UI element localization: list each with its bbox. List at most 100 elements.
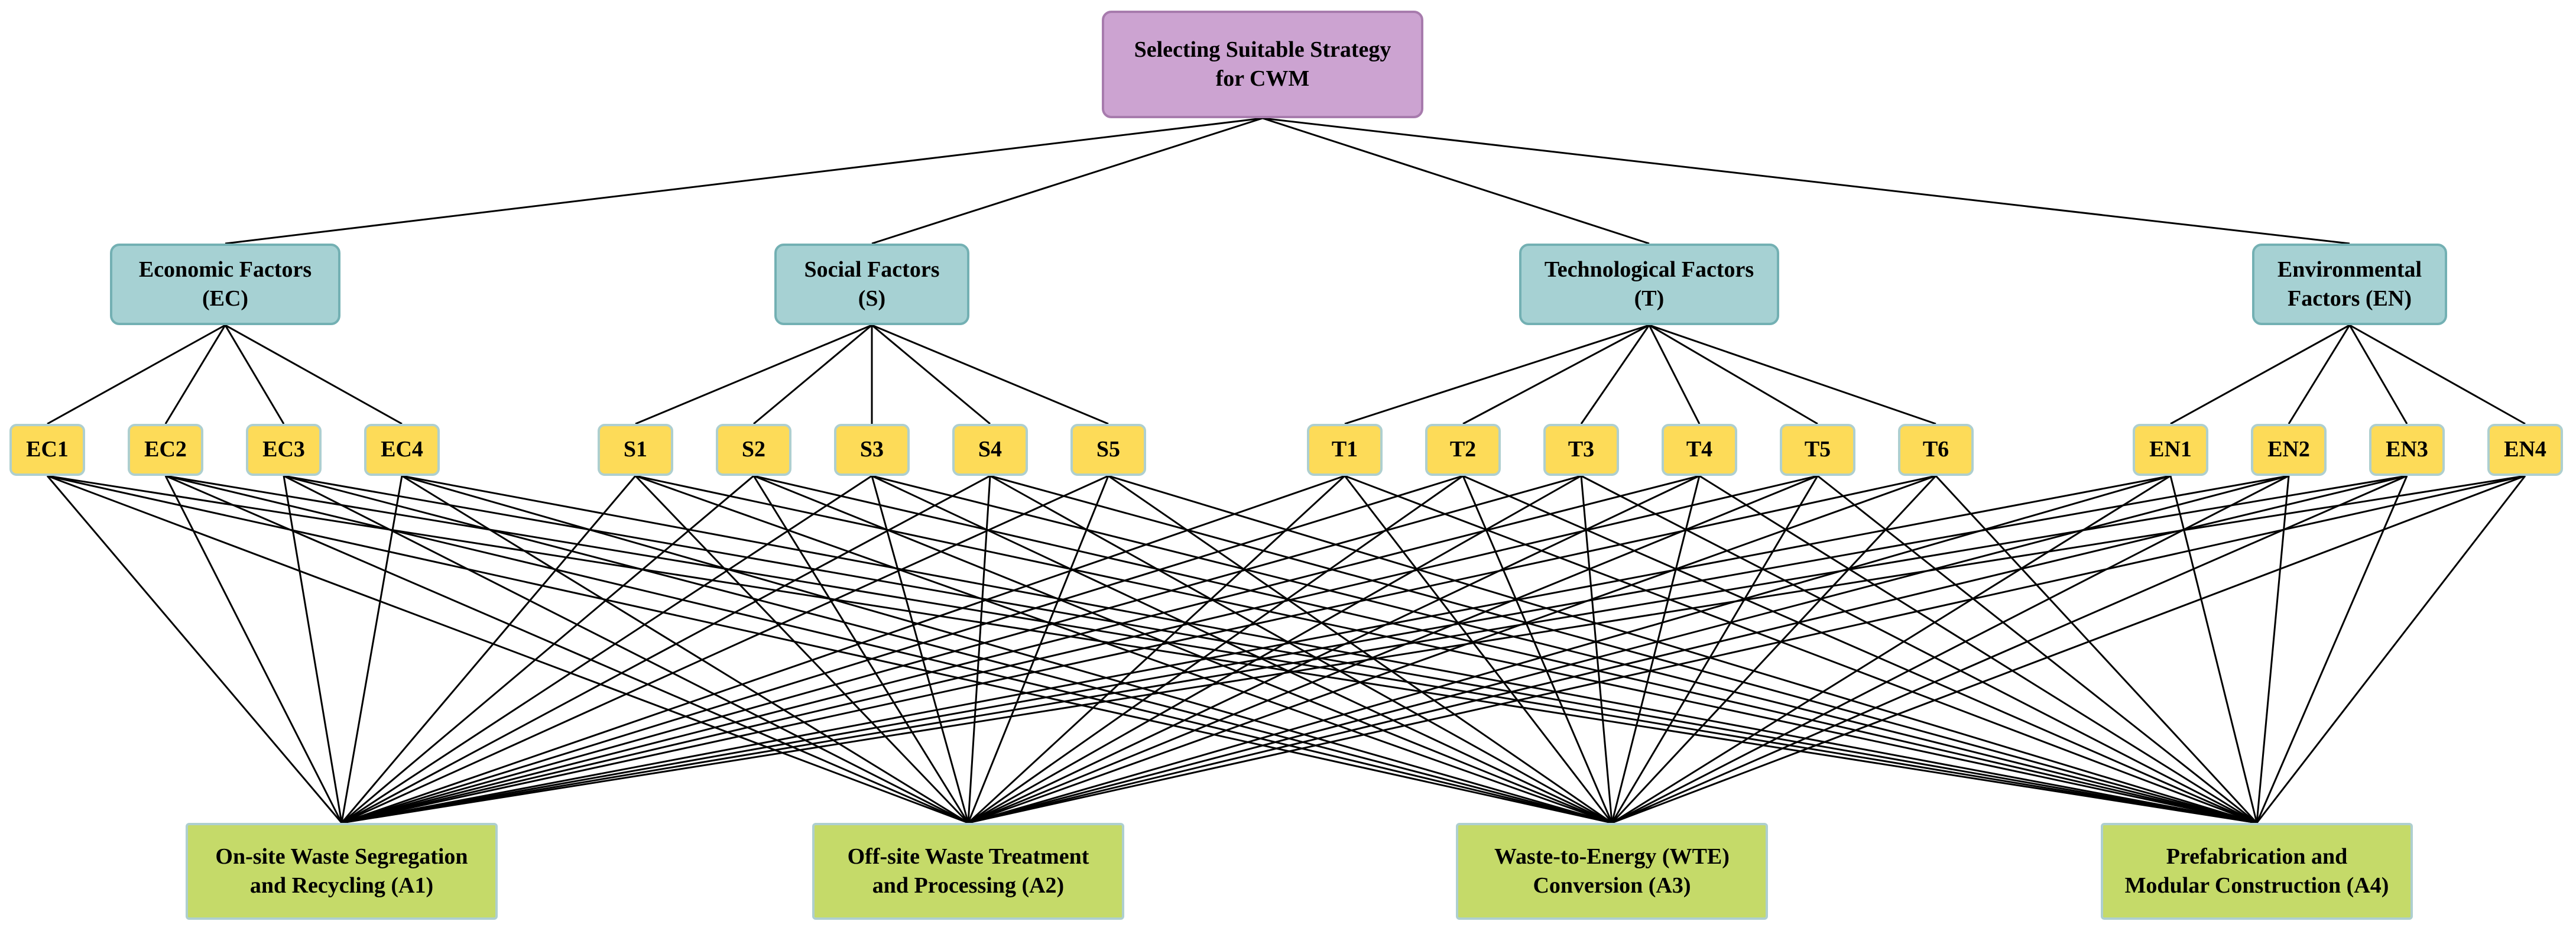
goal-to-criterion-line: [1262, 117, 1650, 245]
subcriterion-to-alternative-line: [340, 475, 637, 823]
criterion-economic: Economic Factors (EC): [110, 244, 340, 325]
criterion-label-1: Environmental: [2277, 257, 2422, 282]
subcriterion-to-alternative-line: [401, 475, 2257, 824]
subcriterion-label: T2: [1449, 437, 1477, 462]
subcriterion-t3: T3: [1543, 424, 1619, 476]
criterion-label-1: Social Factors: [804, 257, 940, 282]
criterion-to-subcriterion-line: [1649, 324, 1936, 425]
criterion-to-subcriterion-line: [224, 325, 285, 424]
alternative-a2: Off-site Waste Treatment and Processing …: [812, 823, 1124, 920]
subcriterion-to-alternative-line: [47, 475, 969, 824]
subcriterion-to-alternative-line: [283, 475, 2257, 824]
alternative-label-2: and Recycling (A1): [249, 873, 434, 898]
alternative-label-1: Off-site Waste Treatment: [847, 844, 1089, 869]
goal-line-2: for CWM: [1215, 66, 1310, 91]
subcriterion-label: T3: [1568, 437, 1595, 462]
subcriterion-to-alternative-line: [1611, 475, 2289, 824]
subcriterion-to-alternative-line: [341, 475, 872, 824]
subcriterion-to-alternative-line: [968, 475, 2171, 824]
subcriterion-label: EC1: [26, 437, 69, 462]
criterion-environmental: Environmental Factors (EN): [2252, 244, 2447, 325]
subcriterion-to-alternative-line: [1344, 475, 2257, 824]
subcriterion-to-alternative-line: [1611, 475, 2171, 824]
subcriterion-to-alternative-line: [1699, 475, 2257, 824]
subcriterion-to-alternative-line: [165, 475, 2257, 824]
goal-to-criterion-line: [225, 117, 1263, 245]
subcriterion-to-alternative-line: [341, 475, 2408, 824]
subcriterion-ec4: EC4: [364, 424, 440, 476]
subcriterion-t1: T1: [1307, 424, 1383, 476]
goal-node: Selecting Suitable Strategy for CWM: [1102, 11, 1423, 118]
subcriterion-to-alternative-line: [401, 475, 969, 824]
subcriterion-to-alternative-line: [1611, 475, 1701, 823]
subcriterion-to-alternative-line: [341, 475, 1818, 824]
subcriterion-to-alternative-line: [968, 475, 1582, 824]
subcriterion-to-alternative-line: [1462, 475, 1613, 823]
subcriterion-s5: S5: [1070, 424, 1146, 476]
criterion-to-subcriterion-line: [1649, 324, 1818, 425]
subcriterion-label: S5: [1096, 437, 1121, 462]
subcriterion-label: EN3: [2386, 437, 2428, 462]
subcriterion-s4: S4: [952, 424, 1028, 476]
subcriterion-to-alternative-line: [401, 475, 1613, 824]
criterion-to-subcriterion-line: [1580, 325, 1650, 424]
subcriterion-to-alternative-line: [341, 475, 1345, 824]
subcriterion-to-alternative-line: [635, 475, 2257, 824]
subcriterion-to-alternative-line: [1108, 475, 1613, 824]
alternative-a3: Waste-to-Energy (WTE) Conversion (A3): [1456, 823, 1768, 920]
subcriterion-to-alternative-line: [968, 475, 1464, 824]
criterion-label-2: (T): [1634, 286, 1665, 311]
subcriterion-t5: T5: [1780, 424, 1855, 476]
subcriterion-to-alternative-line: [967, 475, 1109, 823]
subcriterion-label: S3: [859, 437, 884, 462]
subcriterion-to-alternative-line: [341, 475, 754, 824]
subcriterion-to-alternative-line: [2169, 475, 2258, 823]
subcriterion-to-alternative-line: [752, 475, 969, 823]
criterion-technological: Technological Factors (T): [1519, 244, 1779, 325]
subcriterion-to-alternative-line: [283, 475, 1613, 824]
subcriterion-to-alternative-line: [46, 475, 343, 823]
subcriterion-to-alternative-line: [968, 475, 1936, 824]
goal-line-1: Selecting Suitable Strategy: [1134, 37, 1391, 62]
goal-to-criterion-line: [1262, 117, 2350, 245]
subcriterion-s1: S1: [598, 424, 673, 476]
subcriterion-to-alternative-line: [2256, 475, 2408, 823]
subcriterion-to-alternative-line: [341, 475, 2526, 824]
goal-to-criterion-line: [871, 117, 1263, 245]
criterion-label-2: Factors (EN): [2288, 286, 2412, 311]
criterion-label-2: (EC): [202, 286, 249, 311]
subcriterion-to-alternative-line: [1108, 475, 2257, 824]
subcriterion-to-alternative-line: [340, 475, 403, 823]
subcriterion-to-alternative-line: [2256, 475, 2290, 823]
alternative-label-2: Conversion (A3): [1533, 873, 1691, 898]
subcriterion-en4: EN4: [2487, 424, 2563, 476]
subcriterion-label: EC3: [262, 437, 305, 462]
subcriterion-label: EN1: [2149, 437, 2192, 462]
criterion-to-subcriterion-line: [871, 324, 991, 425]
criterion-to-subcriterion-line: [2288, 325, 2351, 424]
subcriterion-to-alternative-line: [341, 475, 1936, 824]
subcriterion-to-alternative-line: [753, 475, 2257, 824]
criterion-to-subcriterion-line: [871, 324, 1109, 425]
subcriterion-label: S1: [623, 437, 648, 462]
subcriterion-ec1: EC1: [9, 424, 85, 476]
subcriterion-to-alternative-line: [283, 475, 343, 823]
subcriterion-to-alternative-line: [165, 475, 1613, 824]
subcriterion-to-alternative-line: [341, 475, 1700, 824]
subcriterion-to-alternative-line: [871, 475, 1613, 824]
subcriterion-ec2: EC2: [128, 424, 203, 476]
criterion-to-subcriterion-line: [753, 324, 872, 425]
criterion-to-subcriterion-line: [164, 325, 226, 424]
subcriterion-s3: S3: [834, 424, 910, 476]
criterion-label-1: Technological Factors: [1544, 257, 1754, 282]
subcriterion-to-alternative-line: [968, 475, 1700, 824]
subcriterion-to-alternative-line: [1580, 475, 1613, 823]
criterion-label-2: (S): [858, 286, 886, 311]
subcriterion-to-alternative-line: [968, 475, 2289, 824]
alternative-a4: Prefabrication and Modular Construction …: [2101, 823, 2413, 920]
subcriterion-label: EN4: [2504, 437, 2546, 462]
subcriterion-label: T6: [1922, 437, 1949, 462]
subcriterion-en3: EN3: [2369, 424, 2445, 476]
subcriterion-to-alternative-line: [1581, 475, 2257, 824]
